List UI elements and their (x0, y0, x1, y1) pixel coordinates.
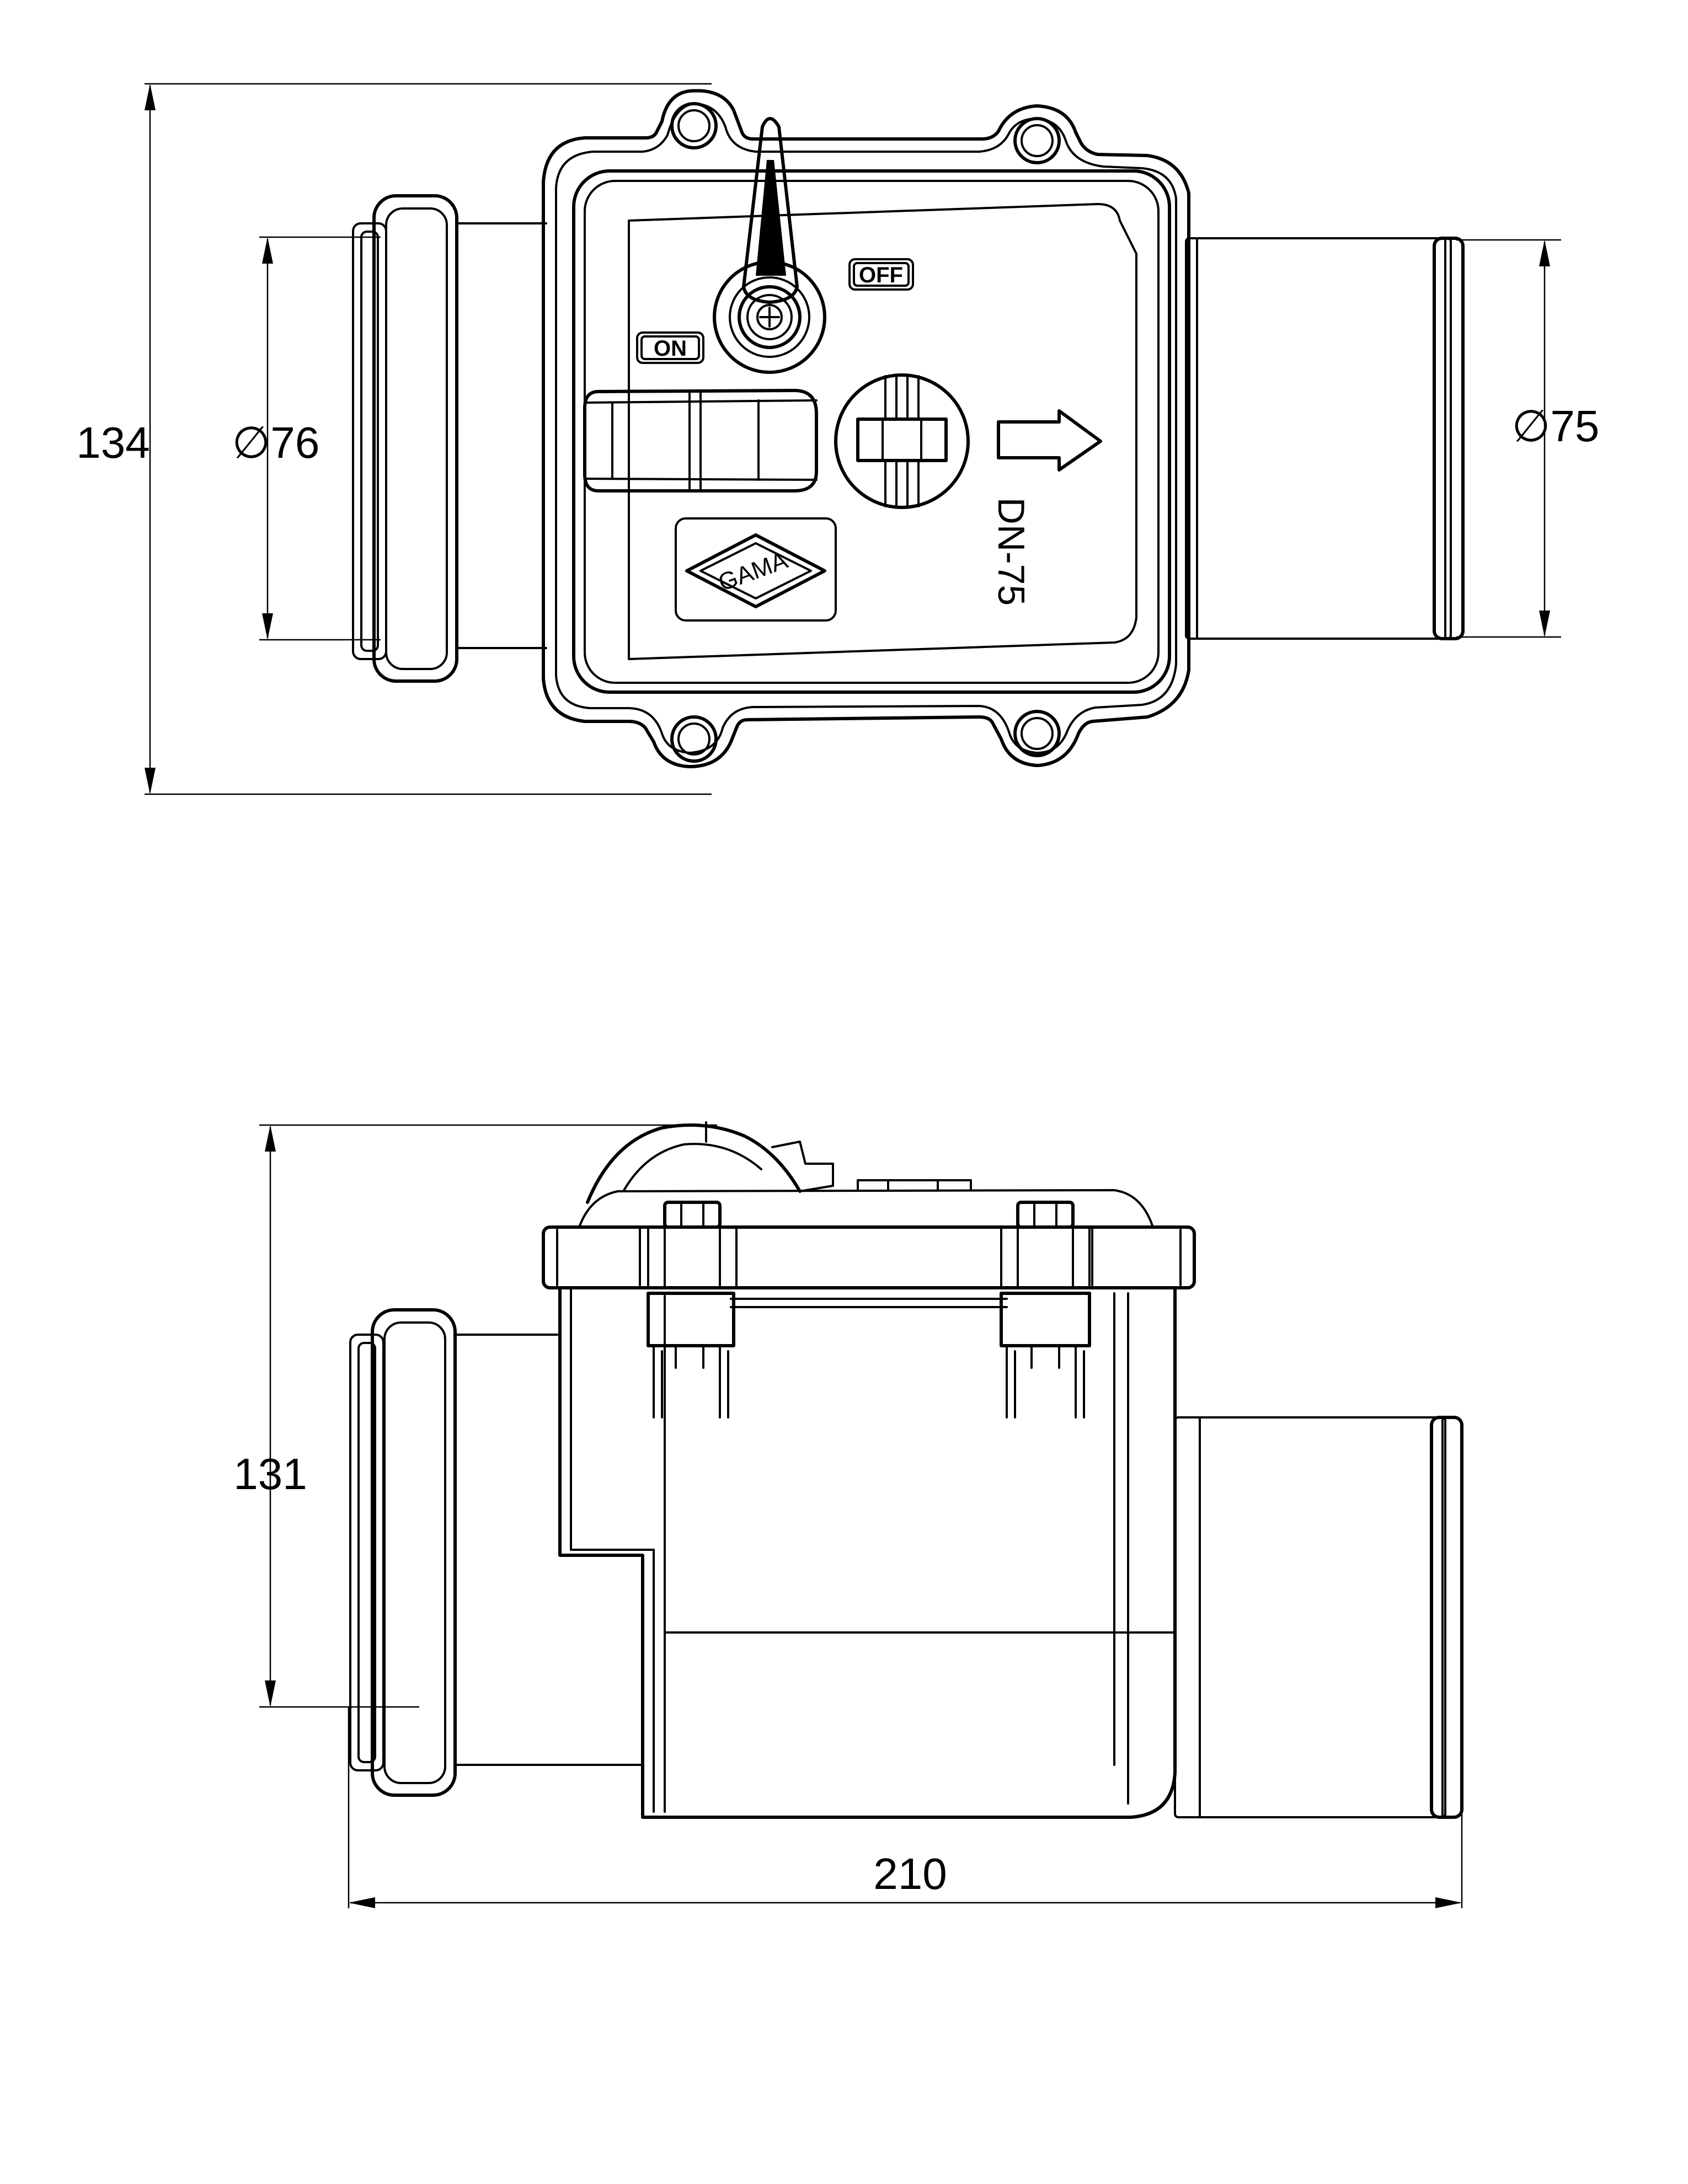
outlet-pipe-top (1185, 237, 1465, 640)
gama-logo-text: GAMA (715, 547, 792, 597)
bolts-side (647, 1201, 1091, 1289)
top-view: 134 ∅76 ∅75 (76, 83, 1600, 795)
lever-handle-icon (742, 117, 799, 304)
dimension-height-top: 134 (76, 83, 712, 795)
inlet-pipe-side (349, 1308, 644, 1797)
on-label-text: ON (654, 336, 687, 361)
on-label: ON (636, 331, 704, 364)
dimension-inlet-diameter: ∅76 (232, 236, 381, 641)
dim-76-label: ∅76 (232, 418, 320, 467)
dimension-length: 210 (348, 1707, 1463, 1908)
arrow-right-icon (997, 409, 1102, 472)
lid-inner (572, 169, 1171, 694)
lever-assembly (713, 117, 826, 374)
dim-131-label: 131 (233, 1449, 307, 1498)
lid-flange (542, 89, 1190, 768)
side-view: 131 210 (233, 1121, 1463, 1908)
nominal-size-label: DN-75 (990, 497, 1032, 606)
clamps-side (647, 1292, 1091, 1418)
dimension-outlet-diameter: ∅75 (1456, 239, 1600, 638)
lid-side (542, 1179, 1196, 1289)
dim-210-label: 210 (873, 1849, 947, 1898)
dim-75-label: ∅75 (1512, 402, 1600, 451)
lever-side (586, 1121, 834, 1204)
outlet-pipe-side (1174, 1416, 1463, 1819)
inlet-pipe-top (352, 194, 547, 683)
off-label-text: OFF (859, 263, 903, 287)
gama-logo: GAMA (675, 517, 837, 622)
off-label: OFF (848, 258, 914, 291)
round-window (834, 373, 970, 509)
slider-window (583, 389, 818, 493)
dim-134-label: 134 (76, 418, 149, 467)
valve-body-side (558, 1286, 1177, 1819)
dimension-height-side: 131 (233, 1124, 717, 1708)
bolt-holes-top (670, 102, 1061, 763)
